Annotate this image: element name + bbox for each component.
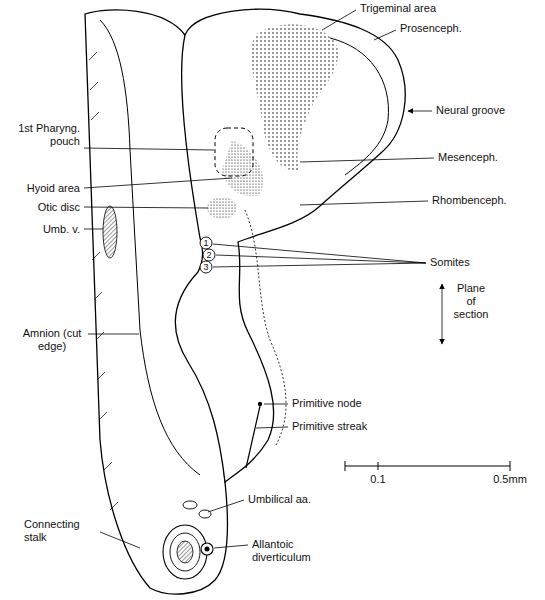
anatomy-label: Neural groove — [436, 104, 505, 117]
anatomy-label: Prosenceph. — [400, 22, 462, 35]
anatomy-label: 0.5mm — [493, 473, 527, 486]
anatomy-label: 1st Pharyng. pouch — [8, 122, 80, 148]
somite-number: 3 — [203, 262, 208, 272]
anatomy-label: Otic disc — [38, 201, 80, 214]
anatomy-label: Somites — [430, 256, 470, 269]
anatomy-label: Umbilical aa. — [248, 493, 311, 506]
anatomy-label: Trigeminal area — [360, 2, 436, 15]
anatomy-label: Rhombenceph. — [432, 194, 507, 207]
anatomy-label: Plane of section — [452, 282, 490, 321]
somite-number: 1 — [203, 238, 208, 248]
anatomy-label: Mesenceph. — [438, 151, 498, 164]
anatomy-label: Hyoid area — [27, 182, 80, 195]
anatomy-label: Umb. v. — [43, 223, 80, 236]
anatomy-label: Allantoic diverticulum — [252, 538, 332, 564]
anatomy-label: Primitive node — [292, 397, 362, 410]
anatomy-label: 0.1 — [370, 473, 385, 486]
anatomy-label: Primitive streak — [292, 420, 367, 433]
somite-number: 2 — [206, 250, 211, 260]
anatomy-label: Connecting stalk — [24, 518, 96, 544]
anatomy-label: Amnion (cut edge) — [20, 327, 84, 353]
